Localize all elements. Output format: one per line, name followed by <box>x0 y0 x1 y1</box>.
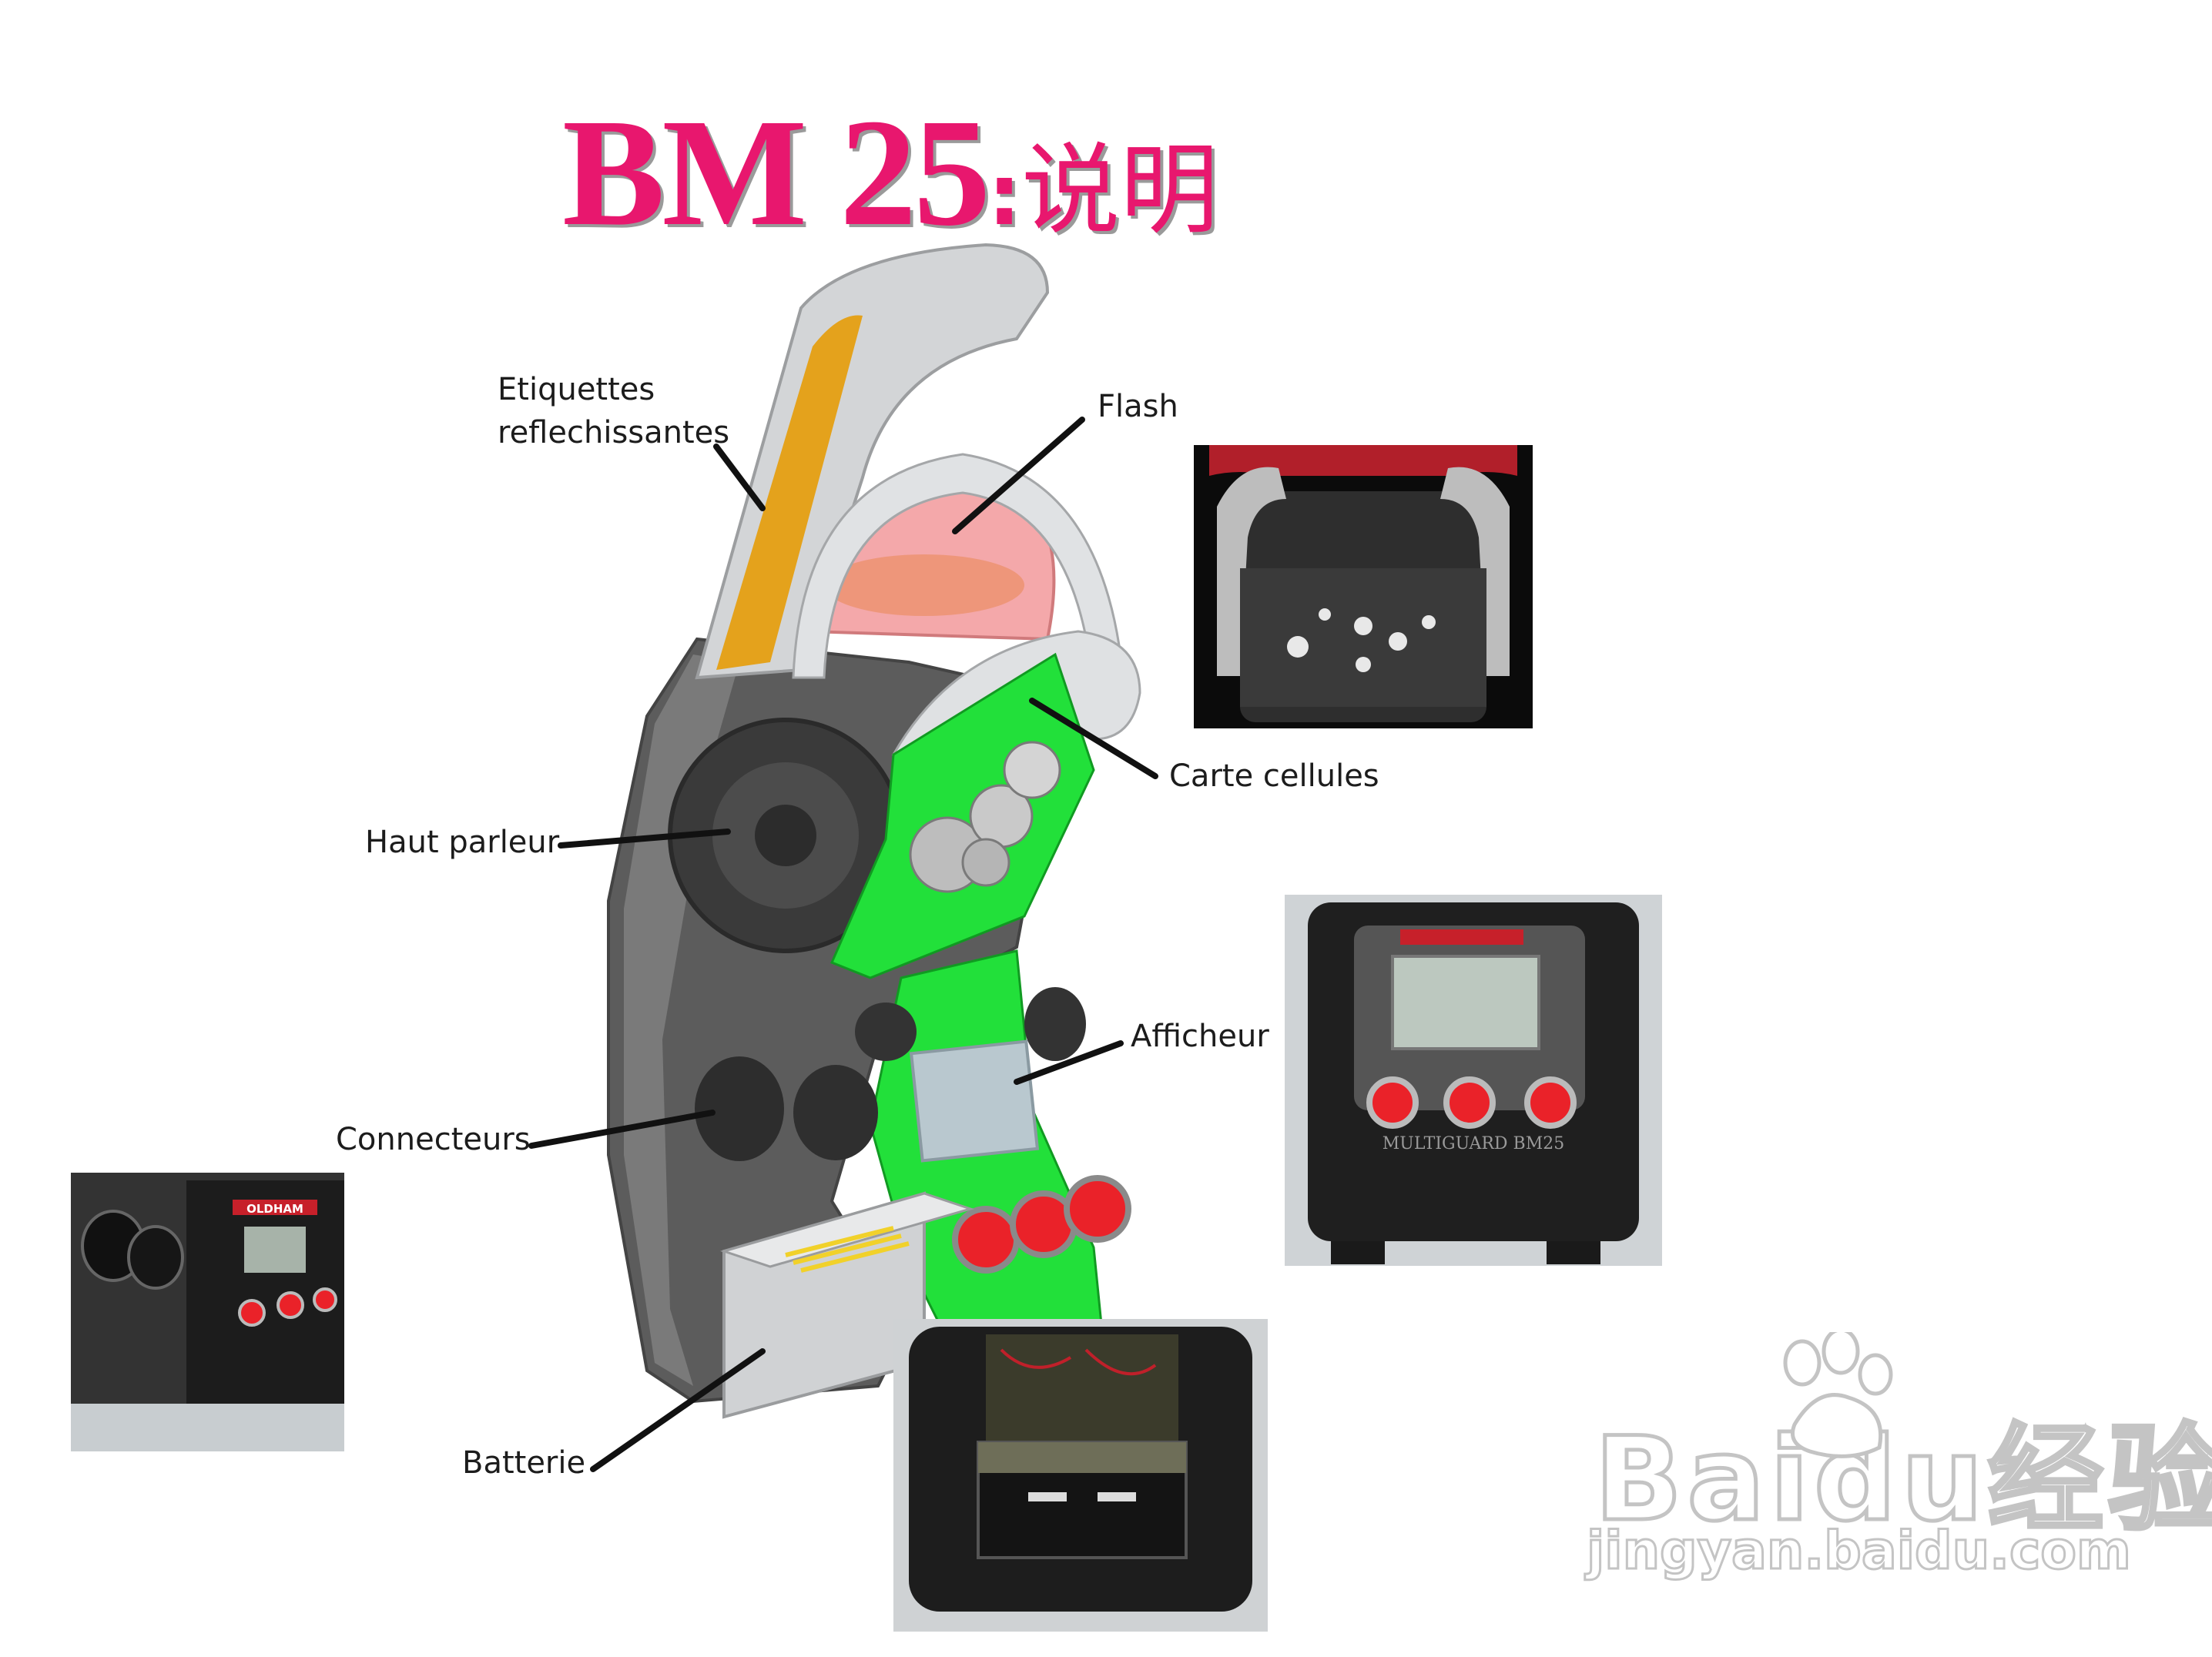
watermark-url: jingyan.baidu.com <box>1586 1520 2133 1583</box>
label-connecteurs: Connecteurs <box>336 1122 531 1157</box>
label-etiquettes-line1: Etiquettes <box>498 372 655 407</box>
photo-back-plate <box>1194 445 1533 728</box>
photo-front-panel: MULTIGUARD BM25 <box>1285 895 1662 1266</box>
leader-connecteurs <box>528 1110 716 1149</box>
leader-carte <box>1029 698 1158 779</box>
device-model-plate: MULTIGUARD BM25 <box>1382 1134 1564 1153</box>
paw-logo-icon <box>1783 1332 1893 1458</box>
photo-battery-compartment <box>893 1319 1268 1632</box>
device-brand-label: OLDHAM <box>246 1202 303 1216</box>
label-etiquettes-line2: reflechissantes <box>498 415 730 450</box>
button-red-1 <box>952 1206 1020 1274</box>
watermark-brand: Baidu经验 <box>1592 1411 2212 1549</box>
leader-flash <box>952 417 1085 534</box>
label-etiquettes: Etiquettes reflechissantes <box>498 368 729 454</box>
label-afficheur: Afficheur <box>1131 1019 1269 1054</box>
cell-board <box>830 652 1095 979</box>
label-flash: Flash <box>1098 389 1178 424</box>
label-batterie: Batterie <box>462 1445 586 1481</box>
button-red-3 <box>1064 1175 1131 1243</box>
connector-left <box>695 1056 784 1161</box>
title-subtitle: 说明 <box>1021 133 1219 248</box>
leader-haut-parleur <box>558 828 731 849</box>
title-separator: : <box>987 146 1022 244</box>
leader-batterie <box>590 1348 766 1472</box>
title-main: BM 25 <box>562 88 990 258</box>
page-title: BM 25:说明 <box>562 85 1218 258</box>
photo-connectors-side: OLDHAM <box>71 1173 344 1451</box>
lcd-module <box>909 1039 1040 1163</box>
label-carte-cellules: Carte cellules <box>1169 758 1379 794</box>
reflective-label <box>716 315 863 670</box>
connector-right <box>793 1065 878 1160</box>
leader-afficheur <box>1014 1040 1124 1085</box>
label-haut-parleur: Haut parleur <box>365 825 560 860</box>
leader-etiquettes <box>713 444 766 511</box>
